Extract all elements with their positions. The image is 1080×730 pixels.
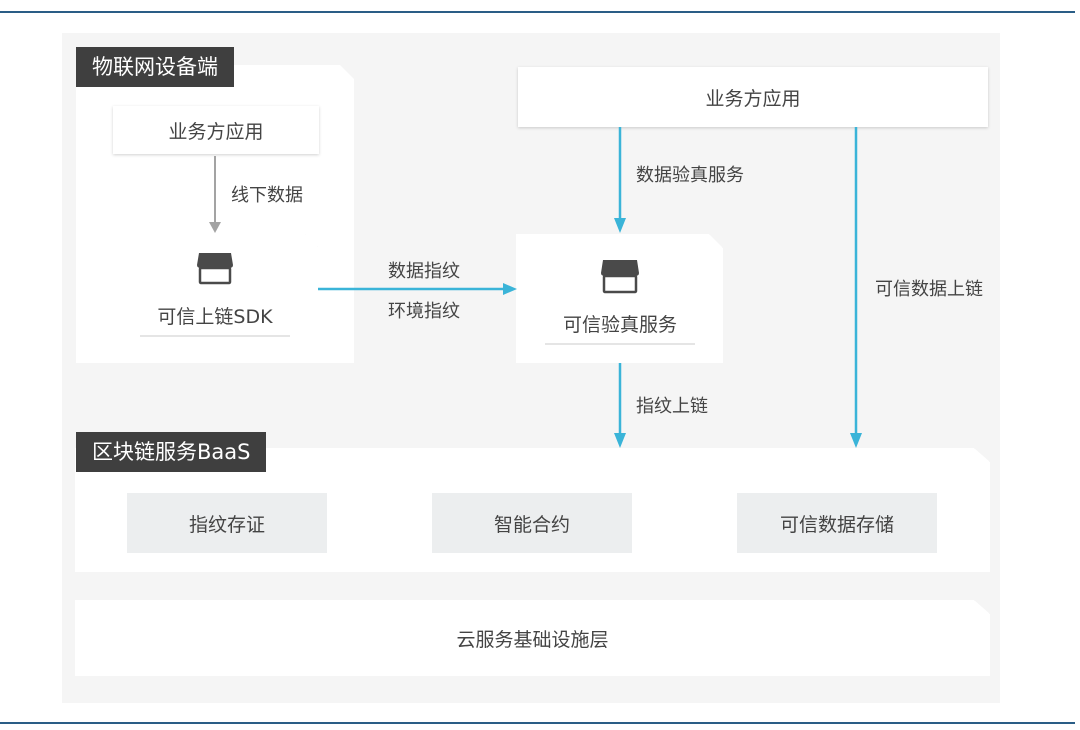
- verify-service-panel: [516, 234, 723, 363]
- sdk-label-box: 可信上链SDK: [140, 295, 290, 337]
- sdk-store-icon: [196, 251, 234, 285]
- offline-data-label: 线下数据: [231, 185, 303, 206]
- baas-module-fingerprint: 指纹存证: [127, 493, 327, 553]
- verify-label-box: 可信验真服务: [545, 303, 695, 345]
- baas-module-storage-label: 可信数据存储: [779, 513, 894, 536]
- iot-app-box: 业务方应用: [113, 106, 319, 154]
- iot-device-tag: 物联网设备端: [76, 47, 234, 87]
- arrow-verify-service-down: [614, 127, 626, 233]
- baas-module-contract: 智能合约: [432, 493, 632, 553]
- fingerprint-upload-label: 指纹上链: [636, 396, 708, 417]
- verify-store-icon: [600, 258, 640, 294]
- business-app-box: 业务方应用: [518, 67, 988, 127]
- trusted-upload-label: 可信数据上链: [875, 279, 983, 300]
- baas-tag: 区块链服务BaaS: [76, 432, 267, 472]
- baas-module-fingerprint-label: 指纹存证: [188, 513, 265, 536]
- env-fingerprint-label: 环境指纹: [388, 301, 460, 322]
- baas-module-contract-label: 智能合约: [493, 513, 570, 536]
- sdk-card: [113, 234, 318, 344]
- cloud-layer-panel: 云服务基础设施层: [75, 600, 990, 676]
- verify-label: 可信验真服务: [562, 313, 677, 336]
- data-fingerprint-label: 数据指纹: [388, 261, 460, 282]
- business-app-title: 业务方应用: [705, 87, 801, 110]
- iot-app-title: 业务方应用: [168, 120, 264, 143]
- arrow-trusted-upload: [850, 127, 862, 448]
- verify-service-label: 数据验真服务: [636, 165, 744, 186]
- arrow-fingerprint-upload: [614, 363, 626, 448]
- bottom-rule: [0, 722, 1075, 724]
- arrow-offline-data: [209, 156, 221, 233]
- baas-module-storage: 可信数据存储: [737, 493, 937, 553]
- arrow-fingerprint-to-verify: [318, 283, 517, 295]
- cloud-layer-title: 云服务基础设施层: [456, 628, 609, 651]
- top-rule: [0, 11, 1075, 13]
- sdk-label: 可信上链SDK: [157, 305, 273, 328]
